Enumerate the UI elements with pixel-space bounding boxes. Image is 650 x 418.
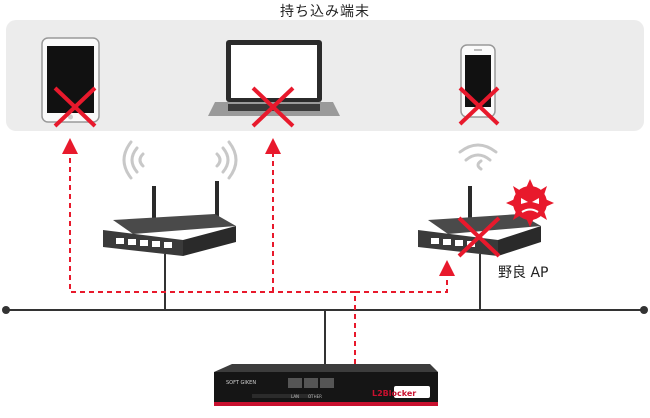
blocked-cross-icon — [53, 86, 97, 128]
virus-badge-icon — [506, 179, 554, 227]
device-port-label-other: OTHER — [308, 394, 322, 399]
blocked-cross-icon — [458, 86, 500, 126]
device-brand-label: SOFT GIKEN — [226, 380, 256, 386]
device-port-label-lan: LAN — [291, 394, 299, 399]
wifi-signal-icon — [458, 143, 498, 171]
tablet-icon — [41, 37, 100, 123]
rogue-ap-label: 野良 AP — [498, 265, 549, 281]
panel-title: 持ち込み端末 — [280, 4, 370, 20]
l2blocker-appliance-icon: SOFT GIKEN LAN OTHER L2Blocker — [214, 364, 438, 406]
wifi-router-icon — [103, 181, 236, 256]
blocking-path — [62, 138, 455, 364]
device-product-label: L2Blocker — [372, 389, 416, 398]
blocked-cross-icon — [251, 86, 295, 128]
wifi-signal-icon — [122, 140, 238, 180]
blocked-cross-icon — [457, 216, 501, 258]
rogue-wifi-router-icon — [418, 186, 541, 256]
laptop-icon — [208, 40, 340, 116]
